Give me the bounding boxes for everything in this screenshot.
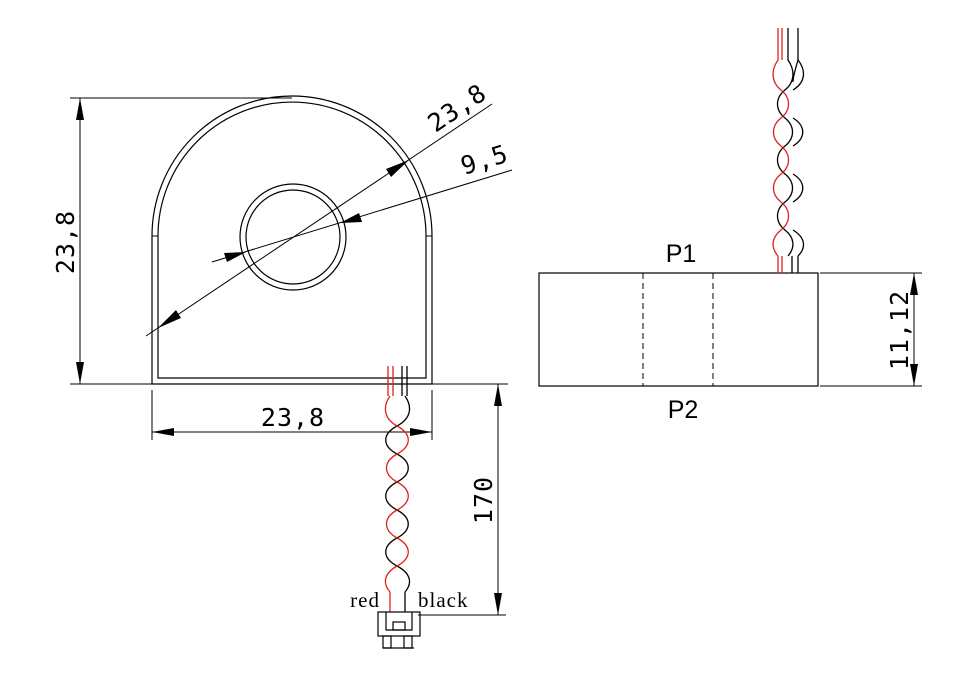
thickness-dimension: 11,12: [820, 272, 922, 387]
thickness-dimension-label: 11,12: [885, 290, 914, 370]
p2-label: P2: [668, 396, 699, 424]
lead-length-label: 170: [469, 476, 498, 524]
center-hole-inner: [245, 189, 341, 285]
width-dimension: 23,8: [151, 390, 433, 440]
front-view: 23,8 23,8 9,5 23,8: [51, 78, 513, 649]
outer-diameter-label: 23,8: [423, 78, 492, 138]
side-lead-wires: [772, 28, 805, 273]
side-body: [538, 272, 819, 387]
center-hole-outer: [239, 183, 347, 291]
p1-label: P1: [666, 240, 697, 268]
lead-length-dimension: 170: [418, 384, 506, 616]
inner-diameter-dimension: 9,5: [211, 139, 513, 263]
side-view: P1 P2 11,12: [538, 28, 922, 424]
red-wire-label: red: [350, 588, 380, 612]
twisted-lead-wires: [384, 366, 411, 612]
outer-diameter-dimension: 23,8: [145, 78, 493, 337]
width-dimension-label: 23,8: [261, 403, 325, 432]
height-dimension: 23,8: [51, 97, 292, 384]
inner-diameter-label: 9,5: [457, 139, 512, 181]
height-dimension-label: 23,8: [51, 210, 80, 274]
connector: [377, 611, 421, 649]
housing-inner-outline: [157, 101, 427, 379]
housing-outer-outline: [151, 95, 433, 385]
black-wire-label: black: [418, 588, 468, 612]
